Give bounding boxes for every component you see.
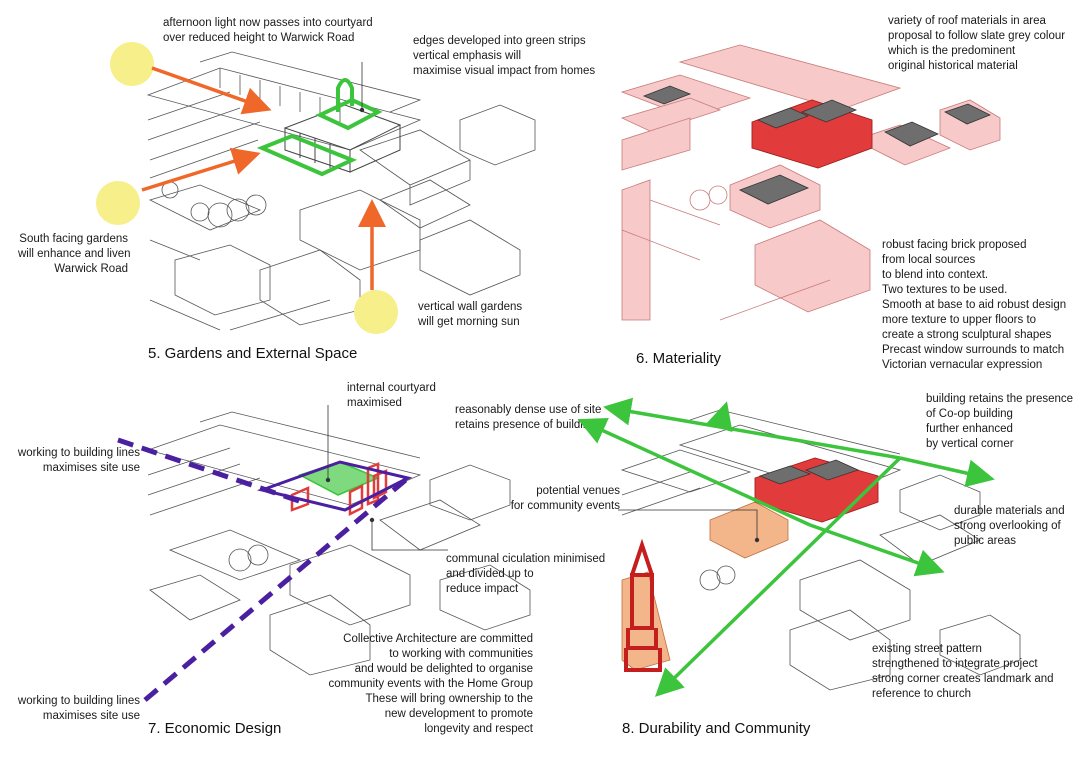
context-buildings-sketch	[146, 51, 536, 331]
note-coop-building: building retains the presence of Co-op b…	[926, 393, 1074, 450]
green-strips	[256, 78, 383, 177]
note-south-gardens: South facing gardens will enhance and li…	[18, 233, 131, 275]
note-vertical-gardens: vertical wall gardens will get morning s…	[418, 301, 523, 328]
street-pattern-arrows	[577, 397, 995, 697]
note-afternoon-light: afternoon light now passes into courtyar…	[163, 17, 373, 44]
panel-materiality: variety of roof materials in area propos…	[540, 0, 1080, 380]
note-community-venues: potential venues for community events	[510, 485, 620, 512]
sunlight-arrows	[141, 66, 386, 290]
panel-durability: building retains the presence of Co-op b…	[511, 380, 1080, 762]
note-building-lines-top: working to building lines maximises site…	[17, 447, 140, 474]
leader-lines	[359, 62, 365, 113]
panel-economic-drawing	[117, 405, 531, 702]
note-dense-use: reasonably dense use of site retains pre…	[455, 404, 602, 431]
note-communal-circulation: communal ciculation minimised and divide…	[446, 553, 606, 595]
panel-economic: internal courtyard maximised reasonably …	[0, 380, 605, 762]
title-economic: 7. Economic Design	[148, 720, 282, 737]
sun-left	[96, 181, 140, 225]
slate-roofs	[758, 459, 860, 485]
pink-context-lines	[621, 185, 831, 321]
leader-lines	[618, 509, 760, 543]
note-durable-materials: durable materials and strong overlooking…	[954, 505, 1065, 547]
note-collective-architecture: Collective Architecture are committed to…	[328, 633, 533, 735]
note-street-pattern: existing street pattern strengthened to …	[872, 643, 1054, 700]
venue-church-hall	[621, 571, 671, 671]
note-green-strips: edges developed into green strips vertic…	[413, 35, 596, 77]
sun-bottom	[354, 290, 398, 334]
church-tower-red	[624, 538, 662, 672]
panel-gardens-drawing	[96, 42, 536, 334]
title-durability: 8. Durability and Community	[622, 720, 811, 737]
title-gardens: 5. Gardens and External Space	[148, 345, 358, 362]
building-lines-dashed	[117, 437, 410, 702]
footprint-outline	[256, 460, 413, 512]
slate-roofs	[642, 85, 991, 205]
title-materiality: 6. Materiality	[636, 350, 722, 367]
panel-durability-drawing	[577, 397, 1021, 697]
panel-materiality-drawing	[620, 44, 1001, 321]
note-internal-courtyard: internal courtyard maximised	[347, 382, 436, 409]
note-facing-brick: robust facing brick proposed from local …	[882, 239, 1067, 371]
note-building-lines-bottom: working to building lines maximises site…	[17, 695, 140, 722]
note-roof-materials: variety of roof materials in area propos…	[888, 15, 1066, 72]
context-buildings-sketch	[146, 411, 531, 676]
corner-arrow	[705, 401, 733, 433]
panel-gardens: afternoon light now passes into courtyar…	[0, 0, 595, 380]
sun-top	[110, 42, 154, 86]
leader-lines	[325, 405, 448, 551]
